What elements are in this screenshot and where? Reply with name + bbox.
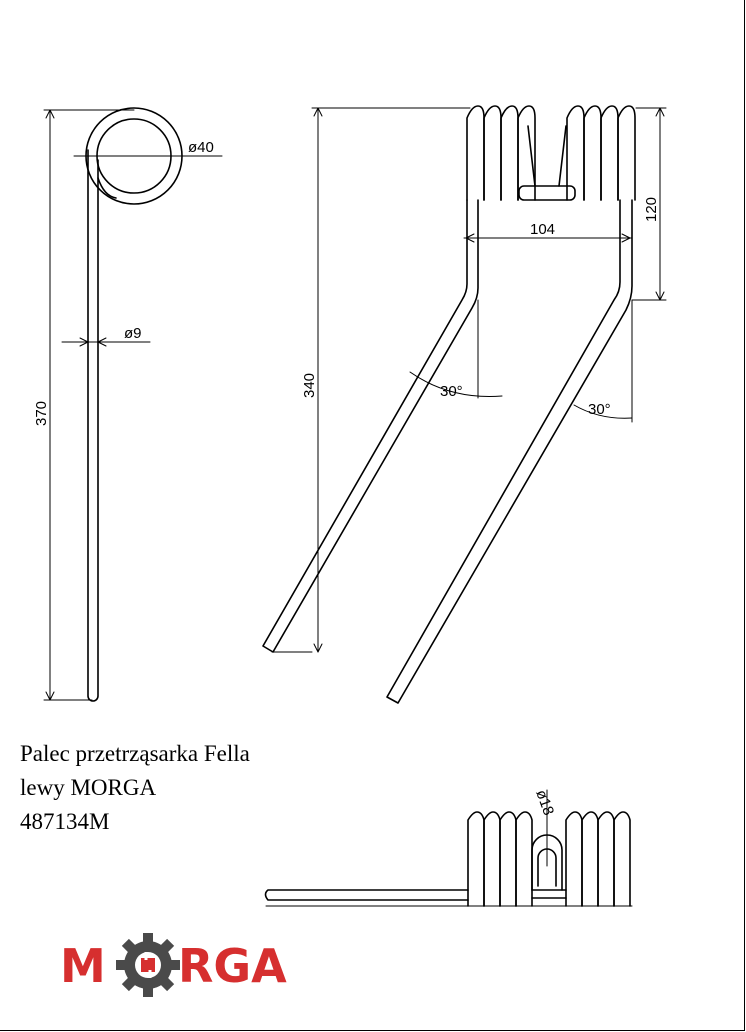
dim-tine-length: 340 (301, 373, 318, 398)
top-right-coil (565, 811, 631, 907)
dim-wire-diameter: ø9 (124, 325, 142, 342)
dim-total-length: 370 (33, 401, 50, 426)
morga-logo: M RGA (60, 933, 287, 997)
top-left-coil (467, 811, 533, 907)
top-wire (264, 889, 469, 901)
center-bridge (518, 185, 576, 201)
dim-angle-right: 30° (588, 401, 611, 418)
caption-line-2: lewy MORGA (20, 775, 157, 800)
right-tine (386, 199, 633, 704)
front-dimensions (271, 107, 667, 653)
logo-gear-icon (116, 933, 180, 997)
side-wire (87, 149, 99, 702)
dim-coil-width: 104 (530, 221, 555, 238)
logo-text-left: M (60, 939, 106, 993)
front-view (262, 105, 636, 704)
left-tine (262, 199, 479, 653)
side-view (85, 107, 183, 702)
dim-coil-height: 120 (643, 197, 660, 222)
top-view (264, 789, 633, 907)
dimension-labels: ø40 ø9 370 340 120 104 30° 30° ø18 (33, 139, 660, 818)
dim-angle-left: 30° (440, 383, 463, 400)
eye-tail (97, 177, 117, 199)
left-coil (466, 105, 536, 201)
caption-line-1: Palec przetrząsarka Fella (20, 741, 250, 766)
logo-text-right: RGA (178, 939, 287, 993)
dim-loop-diameter: ø18 (532, 788, 557, 818)
dim-eye-diameter: ø40 (188, 139, 214, 156)
side-dimensions (43, 109, 223, 701)
caption-line-3: 487134M (20, 809, 110, 834)
right-coil (566, 105, 636, 201)
